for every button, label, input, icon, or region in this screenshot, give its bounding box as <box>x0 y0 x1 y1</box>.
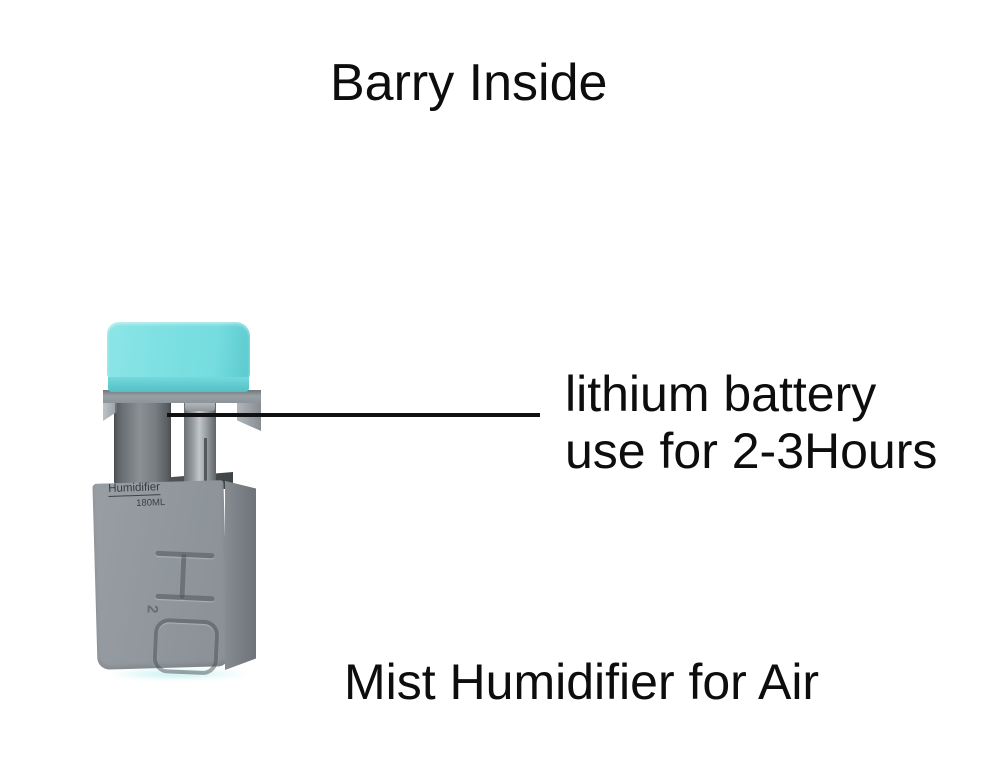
mist-pillar <box>184 398 216 484</box>
h2o-embossing: 2 <box>143 547 220 676</box>
floor-reflection <box>105 668 250 680</box>
embossed-subscript-2: 2 <box>143 604 161 614</box>
battery-callout: lithium battery use for 2-3Hours <box>565 366 937 480</box>
mist-pillar-rod <box>204 438 207 485</box>
humidifier-cap <box>107 322 250 379</box>
callout-line <box>167 413 540 417</box>
product-caption: Mist Humidifier for Air <box>344 654 820 710</box>
embossed-h-bottom-bar <box>155 593 215 602</box>
callout-line1: lithium battery <box>565 366 877 422</box>
embossed-o-ring <box>152 617 220 676</box>
page-title: Barry Inside <box>330 54 608 112</box>
callout-line2: use for 2-3Hours <box>565 423 938 479</box>
tank-capacity-label: 180ML <box>136 496 166 509</box>
tank-brand-label: Humidifier <box>108 481 161 497</box>
mount-plate <box>103 390 261 403</box>
cap-shade-band <box>108 377 249 392</box>
water-tank-side <box>225 480 256 670</box>
embossed-h-crossbar <box>179 553 187 600</box>
battery-pillar <box>114 396 171 484</box>
